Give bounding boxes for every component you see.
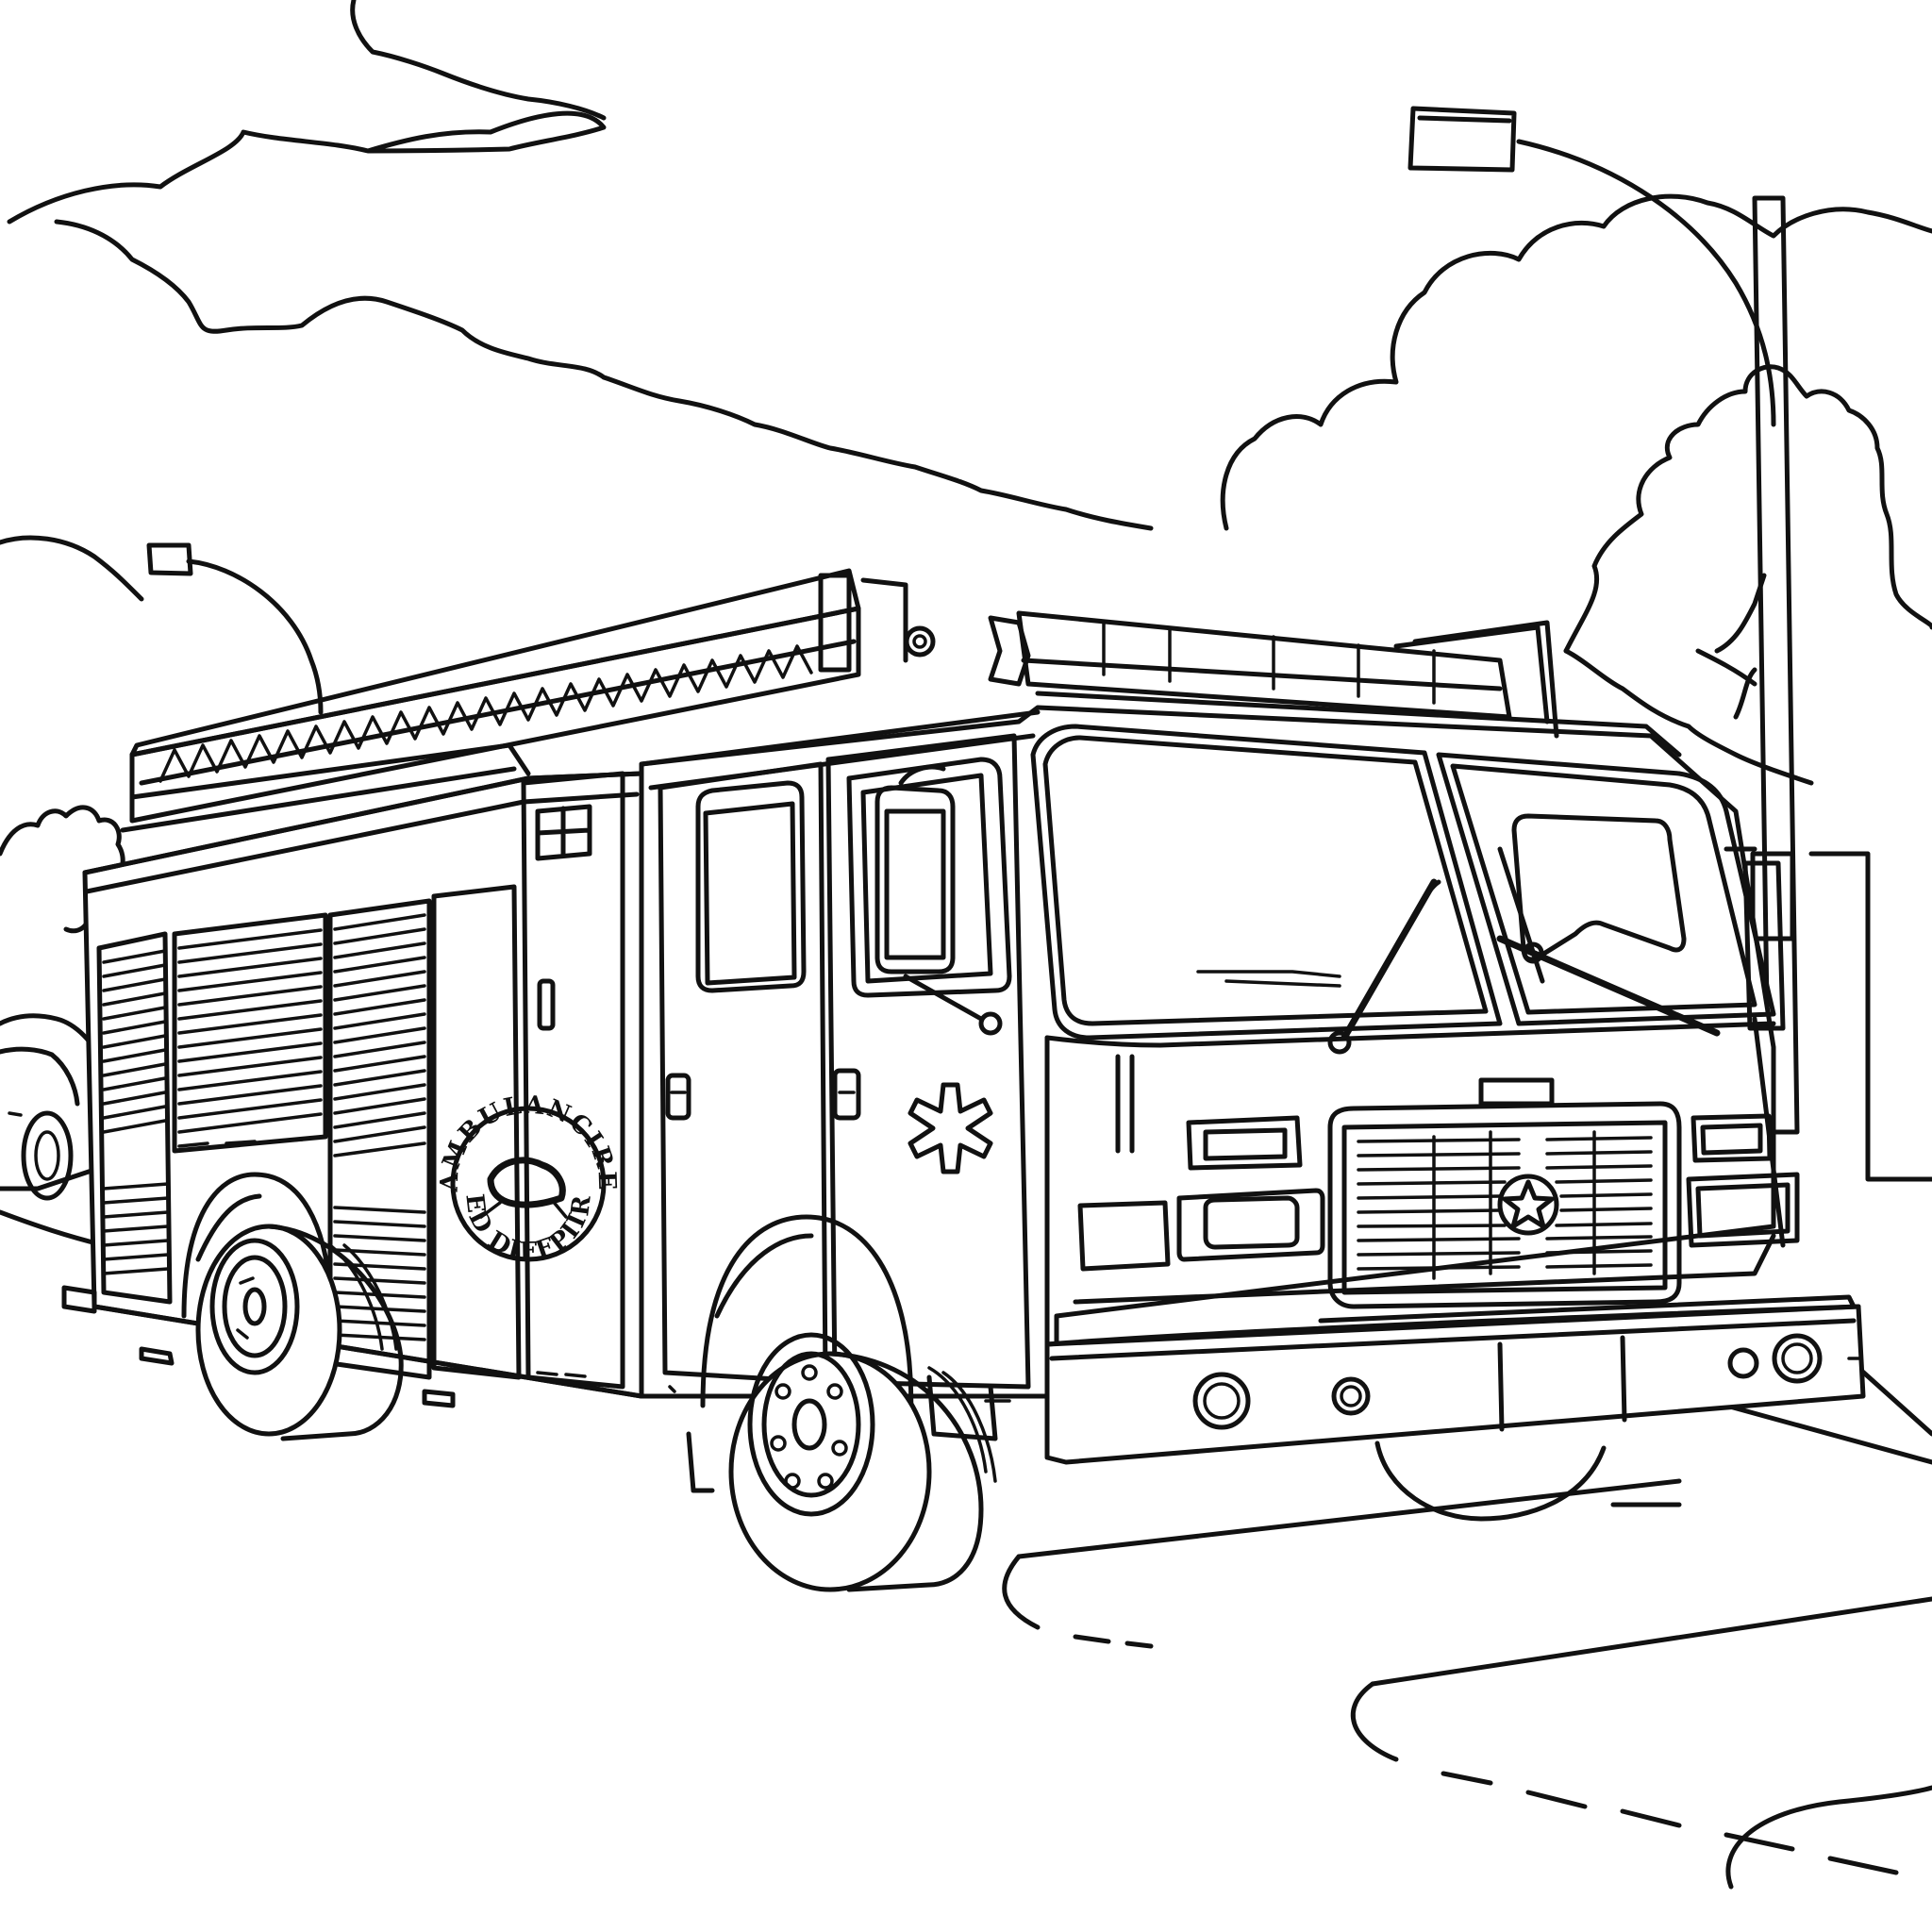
compartment-4: [431, 884, 522, 1380]
side-panel: [521, 771, 625, 1390]
street-lamp-right: [1407, 106, 1800, 1135]
cab: [639, 610, 1866, 1522]
windshield: [1030, 724, 1776, 1041]
cloud-right: [1220, 193, 1932, 531]
tree-right-lower: [1563, 648, 1814, 786]
rear-wheel: [61, 1172, 456, 1441]
cloud-top-left-puffs: [54, 219, 1154, 531]
front-face: [1044, 1016, 1866, 1522]
cab-front-door: [825, 733, 1031, 1390]
tree-trunk-branches: [1695, 573, 1767, 720]
front-wheel: [686, 1214, 998, 1592]
roof-ladder: [129, 568, 936, 824]
grille-star-icon: [1497, 1174, 1559, 1236]
compartment-2: [172, 912, 328, 1154]
fire-engine: AMBULANCIRE ED DIFFPIIR: [61, 568, 1866, 1592]
cloud-top-ridge: [350, 0, 607, 121]
front-bumper: [1044, 1233, 1866, 1465]
compartment-1: [96, 931, 173, 1305]
street-lamp-left: [146, 542, 324, 715]
star-of-life-icon: [908, 1082, 993, 1174]
side-mirror: [874, 764, 1003, 1036]
right-mirror: [1724, 846, 1786, 1031]
rear-body: AMBULANCIRE ED DIFFPIIR: [82, 742, 644, 1399]
front-grille: [1327, 1101, 1682, 1309]
cloud-top-left: [7, 110, 607, 225]
street-lamps: [146, 106, 1800, 1135]
background-building: [1393, 625, 1932, 1182]
tree-right-crown: [1563, 364, 1932, 654]
headlights: [1077, 1113, 1800, 1272]
wipers: [1327, 846, 1721, 1055]
cloud-left-small: [0, 535, 144, 602]
